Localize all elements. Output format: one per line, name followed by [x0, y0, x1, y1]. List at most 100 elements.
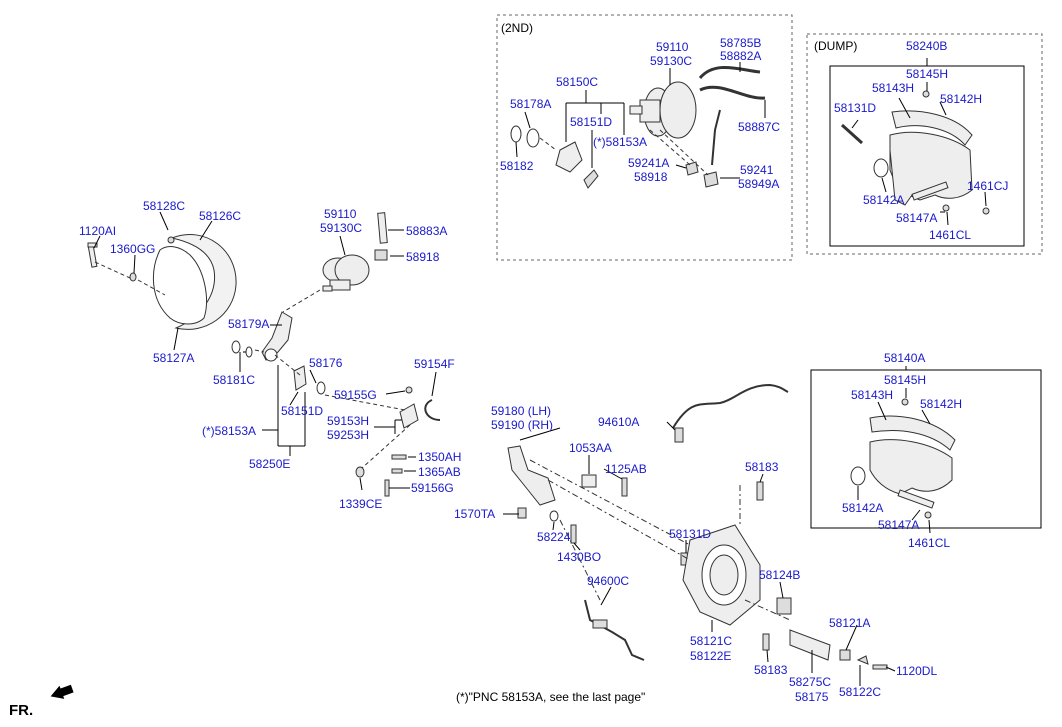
part-label-58240B[interactable]: 58240B: [906, 39, 948, 53]
part-label-58122C[interactable]: 58122C: [839, 685, 882, 699]
pin-59156G: [384, 479, 390, 497]
bushing-58124B: [776, 597, 792, 615]
part-label-58122E[interactable]: 58122E: [690, 649, 732, 663]
part-label-58918-2nd[interactable]: 58918: [634, 170, 668, 184]
part-label-58882A[interactable]: 58882A: [720, 49, 762, 63]
part-label-58178A[interactable]: 58178A: [510, 97, 552, 111]
part-label-58785B[interactable]: 58785B: [720, 36, 762, 50]
slack-adjuster-drawing: [261, 311, 293, 362]
bolt-1570TA: [517, 507, 527, 519]
part-label-1365AB[interactable]: 1365AB: [418, 465, 461, 479]
part-label-59154F[interactable]: 59154F: [414, 357, 455, 371]
washer-58181C-a: [231, 340, 241, 354]
part-label-1430BO[interactable]: 1430BO: [557, 550, 602, 564]
part-label-58183-bottom[interactable]: 58183: [754, 663, 788, 677]
part-label-58275C[interactable]: 58275C: [789, 675, 832, 689]
part-label-58181C[interactable]: 58181C: [213, 373, 256, 387]
part-label-59110-left[interactable]: 59110: [324, 207, 357, 221]
part-label-58949A[interactable]: 58949A: [738, 177, 780, 191]
washer-58176: [316, 381, 326, 395]
part-label-94600C[interactable]: 94600C: [587, 574, 630, 588]
part-label-58142A-dump[interactable]: 58142A: [863, 193, 905, 207]
part-label-59180[interactable]: 59180 (LH): [491, 404, 552, 418]
dump-leader-lines: [851, 58, 987, 226]
part-label-1120AI[interactable]: 1120AI: [79, 224, 117, 238]
part-label-58127A[interactable]: 58127A: [153, 351, 195, 365]
fitting-59241A: [685, 161, 699, 176]
part-label-58887C[interactable]: 58887C: [738, 120, 781, 134]
nut-1360GG: [129, 272, 137, 282]
part-label-58121A[interactable]: 58121A: [829, 616, 871, 630]
part-label-58150C[interactable]: 58150C: [556, 75, 599, 89]
fr-arrow: [50, 684, 74, 699]
part-label-58224[interactable]: 58224: [537, 530, 571, 544]
part-label-58153A-2nd[interactable]: (*)58153A: [593, 135, 648, 149]
pin-58151D-2nd: [583, 169, 599, 189]
part-label-58124B[interactable]: 58124B: [759, 568, 801, 582]
hose-58883A: [377, 212, 388, 244]
part-label-59253H[interactable]: 59253H: [327, 428, 370, 442]
part-label-1120DL[interactable]: 1120DL: [896, 664, 938, 678]
part-label-59241A[interactable]: 59241A: [628, 156, 670, 170]
sensor-94610A: [674, 427, 684, 443]
part-label-58142H-bottom[interactable]: 58142H: [920, 397, 963, 411]
part-label-59241[interactable]: 59241: [740, 163, 774, 177]
part-label-58883A[interactable]: 58883A: [406, 224, 448, 238]
part-label-59153H[interactable]: 59153H: [327, 414, 370, 428]
washer-58178A: [526, 128, 540, 148]
part-label-58151D-2nd[interactable]: 58151D: [570, 115, 613, 129]
dump-group-box: [806, 33, 1043, 255]
bracket-1053AA: [581, 474, 597, 488]
part-label-58121C[interactable]: 58121C: [690, 634, 733, 648]
part-label-58131D-bottom[interactable]: 58131D: [669, 527, 712, 541]
part-label-58128C[interactable]: 58128C: [143, 199, 186, 213]
part-label-1125AB[interactable]: 1125AB: [605, 462, 647, 476]
part-label-58142A-bottom[interactable]: 58142A: [842, 501, 884, 515]
part-label-58140A[interactable]: 58140A: [884, 351, 926, 365]
washer-58182: [510, 125, 522, 143]
part-label-59156G[interactable]: 59156G: [411, 481, 454, 495]
part-label-58153A-left[interactable]: (*)58153A: [202, 424, 257, 438]
part-label-94610A[interactable]: 94610A: [598, 415, 640, 429]
part-label-59110-2nd[interactable]: 59110: [656, 40, 689, 54]
part-label-1570TA[interactable]: 1570TA: [454, 507, 496, 521]
part-label-58175[interactable]: 58175: [795, 690, 829, 704]
part-label-58179A[interactable]: 58179A: [228, 317, 270, 331]
part-label-58142H-dump[interactable]: 58142H: [940, 92, 983, 106]
part-label-58145H-dump[interactable]: 58145H: [906, 67, 949, 81]
part-label-58918-left[interactable]: 58918: [406, 250, 440, 264]
part-label-1461CL-dump[interactable]: 1461CL: [929, 228, 972, 242]
part-label-1350AH[interactable]: 1350AH: [418, 450, 462, 464]
part-label-58143H-bottom[interactable]: 58143H: [851, 388, 894, 402]
part-label-58182[interactable]: 58182: [500, 159, 534, 173]
part-label-58250E[interactable]: 58250E: [249, 457, 291, 471]
shoe-frame: [810, 369, 1042, 529]
part-label-58131D-dump[interactable]: 58131D: [834, 101, 877, 115]
bolt-58183-bottom: [762, 633, 770, 651]
part-label-58147A-bottom[interactable]: 58147A: [878, 518, 920, 532]
part-label-58176[interactable]: 58176: [309, 356, 343, 370]
part-label-1360GG[interactable]: 1360GG: [110, 242, 156, 256]
part-label-1053AA[interactable]: 1053AA: [569, 441, 612, 455]
fitting-59241: [703, 171, 719, 188]
part-label-59155G[interactable]: 59155G: [334, 388, 377, 402]
spring-59154F: [424, 399, 441, 421]
spider-58121C-drawing: [682, 524, 761, 626]
part-label-59190[interactable]: 59190 (RH): [491, 418, 554, 432]
part-label-59130C-2nd[interactable]: 59130C: [650, 54, 693, 68]
shoe-dump-drawing: [889, 110, 973, 206]
part-label-58151D-left[interactable]: 58151D: [281, 404, 324, 418]
part-label-58143H-dump[interactable]: 58143H: [872, 81, 915, 95]
bolt-1120AI-drawing: [87, 242, 98, 268]
part-label-59130C-left[interactable]: 59130C: [320, 221, 363, 235]
part-label-58145H-bottom[interactable]: 58145H: [884, 373, 927, 387]
part-label-1461CL-bottom[interactable]: 1461CL: [908, 536, 951, 550]
part-label-1339CE[interactable]: 1339CE: [339, 497, 383, 511]
part-label-58183-top[interactable]: 58183: [745, 460, 779, 474]
rivet-58145H-dump: [922, 90, 930, 98]
seal-58142A-dump: [873, 158, 889, 178]
part-label-58147A-dump[interactable]: 58147A: [896, 211, 938, 225]
part-label-1461CJ[interactable]: 1461CJ: [967, 179, 1009, 193]
part-label-58126C[interactable]: 58126C: [199, 209, 242, 223]
